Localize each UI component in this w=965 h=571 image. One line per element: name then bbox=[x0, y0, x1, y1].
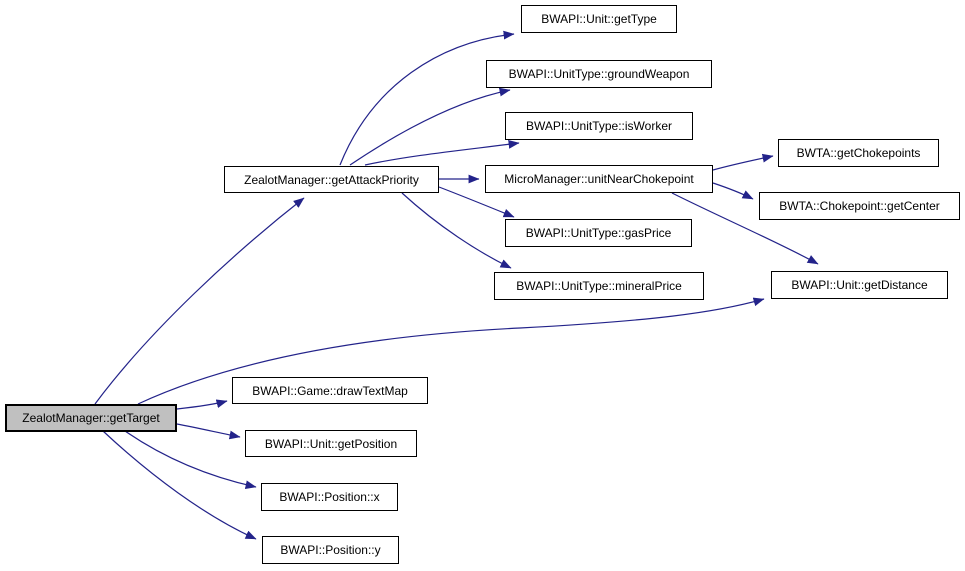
edge-unitnearchokepoint-getdistance bbox=[671, 192, 819, 265]
edge-gettarget-getattackpriority bbox=[94, 197, 305, 405]
node-bwapi-position-y[interactable]: BWAPI::Position::y bbox=[262, 536, 399, 564]
edge-gettarget-drawtextmap bbox=[176, 399, 228, 410]
node-bwta-chokepoint-getcenter[interactable]: BWTA::Chokepoint::getCenter bbox=[759, 192, 960, 220]
node-bwapi-unittype-isworker[interactable]: BWAPI::UnitType::isWorker bbox=[505, 112, 693, 140]
node-bwapi-game-drawtextmap[interactable]: BWAPI::Game::drawTextMap bbox=[232, 377, 428, 404]
node-micromanager-unitnearchokepoint[interactable]: MicroManager::unitNearChokepoint bbox=[485, 165, 713, 193]
edge-gettarget-getposition bbox=[176, 423, 241, 440]
node-bwapi-unittype-gasprice[interactable]: BWAPI::UnitType::gasPrice bbox=[505, 219, 692, 247]
edge-getattackpriority-gasprice bbox=[438, 186, 515, 218]
node-bwta-getchokepoints[interactable]: BWTA::getChokepoints bbox=[778, 139, 939, 167]
edge-getattackpriority-mineralprice bbox=[401, 192, 512, 269]
node-zealotmanager-gettarget: ZealotManager::getTarget bbox=[5, 404, 177, 432]
node-bwapi-unittype-mineralprice[interactable]: BWAPI::UnitType::mineralPrice bbox=[494, 272, 704, 300]
node-zealotmanager-getattackpriority[interactable]: ZealotManager::getAttackPriority bbox=[224, 166, 439, 193]
edge-gettarget-position-y bbox=[102, 430, 257, 540]
edge-unitnearchokepoint-getcenter bbox=[712, 182, 754, 200]
edge-getattackpriority-isworker bbox=[364, 139, 520, 166]
edge-unitnearchokepoint-getchokepoints bbox=[712, 153, 774, 171]
edge-gettarget-getdistance bbox=[137, 297, 765, 405]
edge-getattackpriority-gettype bbox=[339, 30, 515, 166]
edge-getattackpriority-groundweapon bbox=[349, 87, 511, 166]
node-bwapi-unit-getdistance[interactable]: BWAPI::Unit::getDistance bbox=[771, 271, 948, 299]
node-bwapi-position-x[interactable]: BWAPI::Position::x bbox=[261, 483, 398, 511]
edge-gettarget-position-x bbox=[124, 430, 257, 490]
node-bwapi-unit-getposition[interactable]: BWAPI::Unit::getPosition bbox=[245, 430, 417, 457]
node-bwapi-unittype-groundweapon[interactable]: BWAPI::UnitType::groundWeapon bbox=[486, 60, 712, 88]
node-bwapi-unit-gettype[interactable]: BWAPI::Unit::getType bbox=[521, 5, 677, 33]
